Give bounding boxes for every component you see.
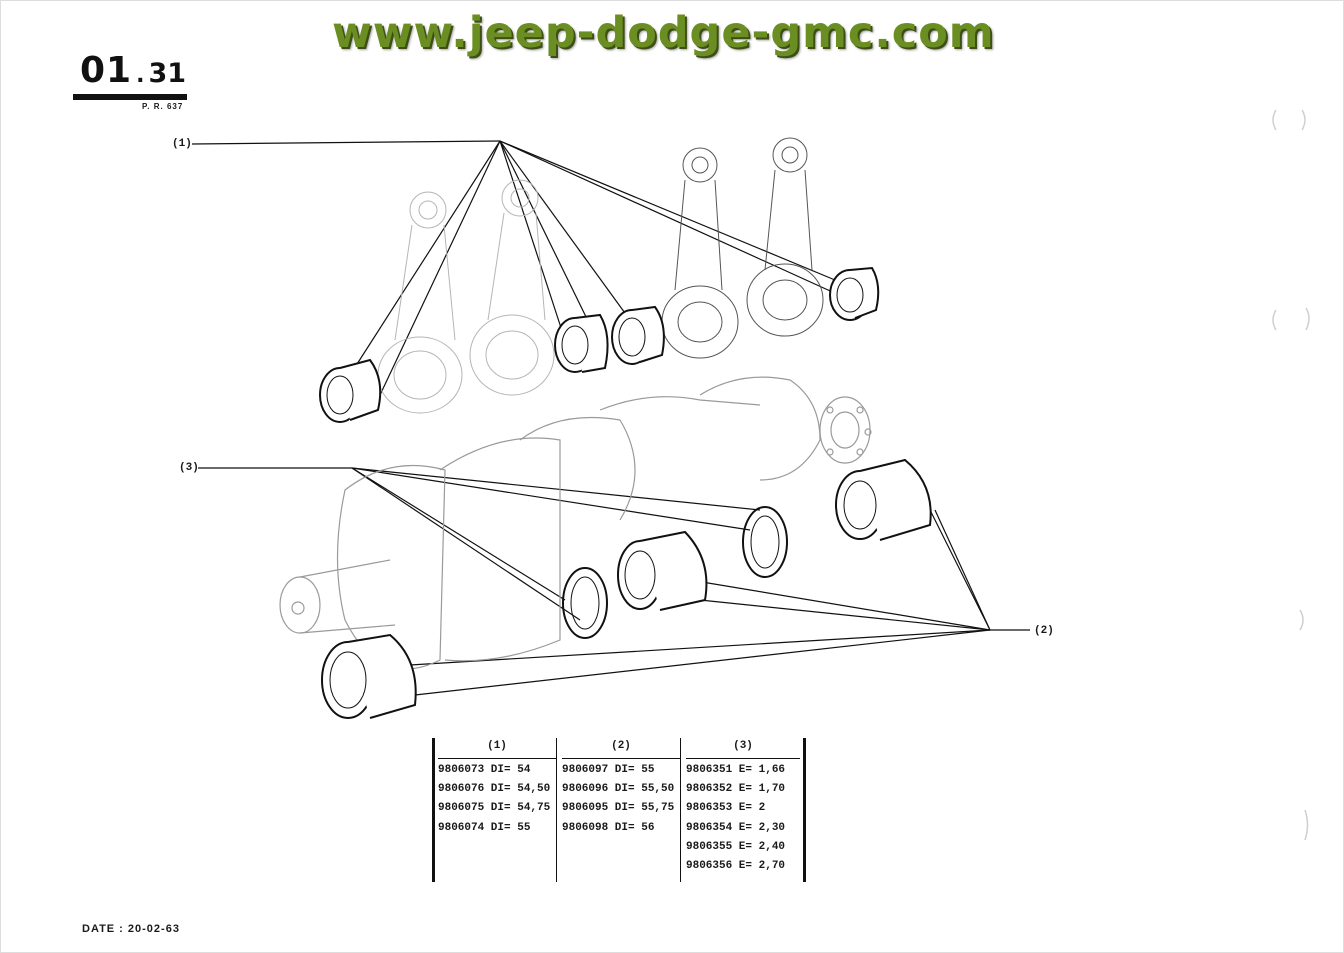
table-cell: 9806356 E= 2,70 — [686, 860, 786, 872]
table-cell: 9806075 DI= 54,75 — [438, 802, 551, 814]
table-column-1: (1) 9806073 DI= 54 9806076 DI= 54,50 980… — [438, 738, 556, 882]
parts-table: (1) 9806073 DI= 54 9806076 DI= 54,50 980… — [432, 738, 806, 882]
page-number-dot: . — [136, 63, 145, 88]
table-border-right — [803, 738, 806, 882]
table-border-left — [432, 738, 435, 882]
table-cell: 9806353 E= 2 — [686, 802, 766, 814]
leader-lines-3 — [198, 467, 761, 621]
column-header: (2) — [611, 740, 631, 752]
table-cell: 9806352 E= 1,70 — [686, 783, 786, 795]
page-number-minor: 31 — [148, 58, 187, 89]
callout-1: (1) — [172, 138, 192, 150]
column-rule — [438, 758, 556, 759]
column-rule — [686, 758, 800, 759]
page-number-major: 01 — [80, 50, 133, 91]
leader-lines-1 — [191, 140, 851, 396]
table-divider-1 — [556, 738, 557, 882]
connecting-rods — [377, 137, 824, 414]
table-divider-2 — [680, 738, 681, 882]
callout-3: (3) — [179, 462, 199, 474]
table-cell: 9806355 E= 2,40 — [686, 841, 786, 853]
rod-bearing-shells — [319, 266, 880, 423]
pr-code: P. R. 637 — [142, 102, 184, 111]
table-cell: 9806095 DI= 55,75 — [562, 802, 675, 814]
main-bearing-shells — [321, 458, 932, 719]
scan-marks — [1272, 109, 1310, 841]
callout-2: (2) — [1034, 625, 1054, 637]
column-header: (1) — [487, 740, 507, 752]
document-date: DATE : 20-02-63 — [82, 923, 180, 935]
table-cell: 9806351 E= 1,66 — [686, 764, 786, 776]
crankshaft — [279, 376, 872, 670]
page-number-underline — [73, 94, 187, 100]
column-rule — [562, 758, 680, 759]
table-cell: 9806074 DI= 55 — [438, 822, 531, 834]
table-cell: 9806097 DI= 55 — [562, 764, 655, 776]
column-header: (3) — [733, 740, 753, 752]
table-cell: 9806098 DI= 56 — [562, 822, 655, 834]
table-cell: 9806096 DI= 55,50 — [562, 783, 675, 795]
thrust-washers — [562, 506, 788, 639]
watermark-url: www.jeep-dodge-gmc.com — [332, 8, 995, 58]
page-number: 01.31 — [80, 50, 186, 91]
table-cell: 9806354 E= 2,30 — [686, 822, 786, 834]
leader-lines-2 — [409, 489, 1030, 696]
table-cell: 9806076 DI= 54,50 — [438, 783, 551, 795]
table-cell: 9806073 DI= 54 — [438, 764, 531, 776]
table-column-3: (3) 9806351 E= 1,66 9806352 E= 1,70 9806… — [686, 738, 800, 882]
table-column-2: (2) 9806097 DI= 55 9806096 DI= 55,50 980… — [562, 738, 680, 882]
